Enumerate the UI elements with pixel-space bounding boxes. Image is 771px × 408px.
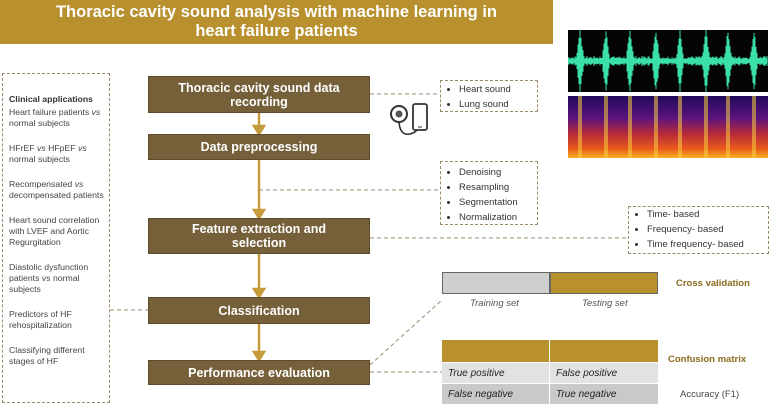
spectrogram-beat [726, 96, 730, 158]
arrow-head-4 [251, 350, 267, 363]
clinical-item: Diastolic dysfunction patients vs normal… [9, 262, 89, 294]
spectrogram-beat [678, 96, 682, 158]
page-title: Thoracic cavity sound analysis with mach… [55, 3, 498, 40]
spectrogram-beat [604, 96, 608, 158]
clinical-heading: Clinical applications [9, 94, 93, 104]
cell-false-negative: False negative [442, 384, 549, 404]
arrow-head-2 [251, 208, 267, 221]
cell-true-positive: True positive [442, 363, 549, 383]
list-item: Heart sound [459, 82, 537, 97]
list-item: Denoising [459, 165, 537, 180]
accuracy-label: Accuracy (F1) [680, 389, 740, 400]
testing-set-bar [550, 272, 658, 294]
confusion-header-1 [442, 340, 550, 362]
dash-crossval [369, 299, 443, 366]
clinical-item: HFrEF vs HFpEF vs normal subjects [9, 143, 87, 164]
clinical-item: Heart failure patients vs normal subject… [9, 107, 101, 128]
feature-items-box: Time- based Frequency- based Time freque… [628, 206, 769, 254]
waveform-image [568, 30, 768, 92]
step-feature-extraction: Feature extraction and selection [148, 218, 370, 254]
title-banner: Thoracic cavity sound analysis with mach… [0, 0, 553, 44]
list-item: Lung sound [459, 97, 537, 112]
list-item: Normalization [459, 210, 537, 225]
cell-false-positive: False positive [550, 363, 658, 383]
cell-true-negative: True negative [550, 384, 658, 404]
spectrogram-beat [752, 96, 756, 158]
spectrogram-beat [578, 96, 582, 158]
list-item: Resampling [459, 180, 537, 195]
training-set-label: Training set [470, 298, 519, 309]
testing-set-label: Testing set [582, 298, 628, 309]
training-set-bar [442, 272, 550, 294]
clinical-applications-box: Clinical applications Heart failure pati… [2, 73, 110, 403]
list-item: Time- based [647, 207, 768, 222]
step-preprocessing: Data preprocessing [148, 134, 370, 160]
list-item: Time frequency- based [647, 237, 768, 252]
cross-validation-label: Cross validation [676, 278, 750, 289]
step-recording: Thoracic cavity sound data recording [148, 76, 370, 113]
clinical-item: Recompensated vs decompensated patients [9, 179, 104, 200]
list-item: Segmentation [459, 195, 537, 210]
spectrogram-image [568, 96, 768, 158]
step-performance-evaluation: Performance evaluation [148, 360, 370, 385]
clinical-item: Predictors of HF rehospitalization [9, 309, 72, 330]
recording-items-box: Heart sound Lung sound [440, 80, 538, 112]
confusion-header-2 [550, 340, 658, 362]
arrow-head-1 [251, 124, 267, 137]
stethoscope-phone-icon [390, 103, 428, 136]
clinical-item: Heart sound correlation with LVEF and Ao… [9, 215, 100, 247]
spectrogram-beat [628, 96, 632, 158]
list-item: Frequency- based [647, 222, 768, 237]
spectrogram-beat [704, 96, 708, 158]
arrow-head-3 [251, 287, 267, 300]
preprocessing-items-box: Denoising Resampling Segmentation Normal… [440, 161, 538, 225]
clinical-item: Classifying different stages of HF [9, 345, 85, 366]
spectrogram-beat [654, 96, 658, 158]
confusion-matrix-label: Confusion matrix [668, 354, 747, 365]
step-classification: Classification [148, 297, 370, 324]
